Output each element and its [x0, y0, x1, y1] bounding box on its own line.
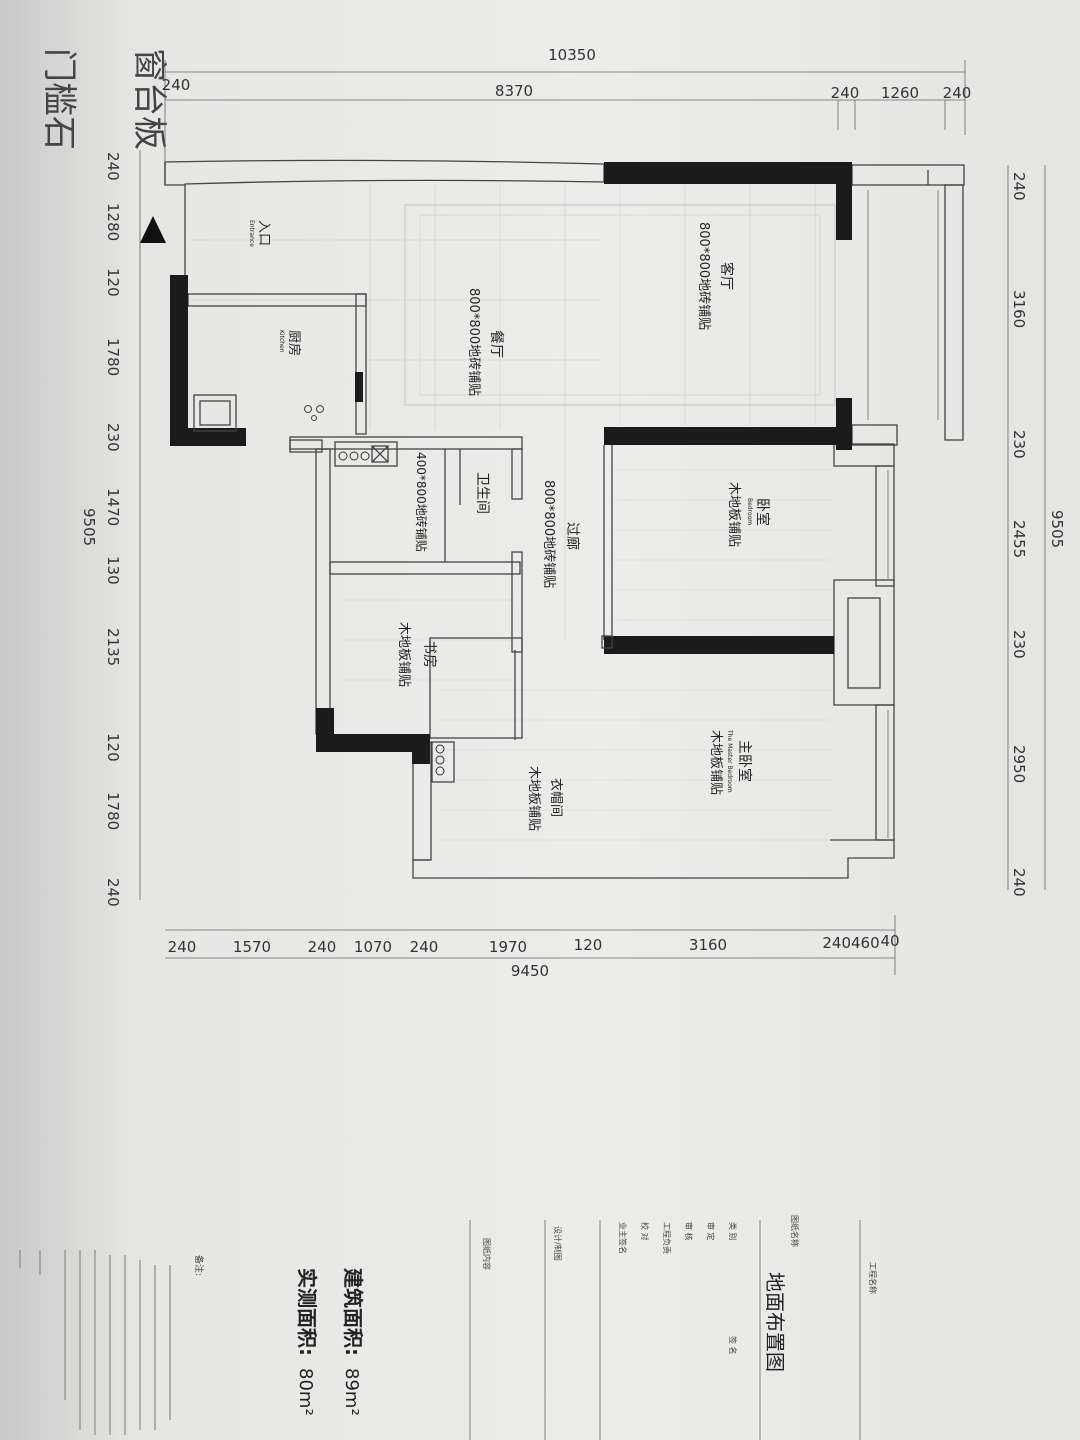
label-master-en: The Master Bedroom	[726, 729, 733, 793]
tb-project: 工程名称	[868, 1262, 878, 1294]
dim-bottom-6: 120	[574, 936, 603, 954]
dim-bottom-1: 1570	[233, 938, 271, 956]
label-closet: 衣帽间	[548, 778, 564, 817]
dim-bottom-9: 40	[880, 932, 899, 950]
actual-area-label: 实测面积:	[295, 1268, 319, 1356]
label-bedroom: 卧室	[754, 498, 771, 526]
dim-left-7: 2135	[104, 628, 122, 666]
dim-left-3: 1780	[104, 338, 122, 376]
actual-area-value: 80m²	[295, 1368, 316, 1416]
dim-right-6: 240	[1010, 868, 1028, 897]
tb-role-5: 校 对	[640, 1222, 650, 1241]
wood-floor-pattern	[340, 469, 830, 841]
label-corridor: 过廊	[564, 522, 581, 550]
dim-right-total: 9505	[1048, 510, 1066, 548]
dim-right-4: 230	[1010, 630, 1028, 659]
dim-left-6: 130	[104, 556, 122, 585]
tb-drawing-name: 地面布置图	[763, 1272, 787, 1372]
label-dining-floor: 800*800地砖铺贴	[466, 288, 481, 396]
dim-right-0: 240	[1010, 172, 1028, 201]
label-bathroom: 卫生间	[474, 472, 490, 514]
dim-left-9: 1780	[104, 792, 122, 830]
room-labels: 入口 Entrance 厨房 Kitchen 餐厅 800*800地砖铺贴 客厅…	[248, 220, 771, 831]
notes-fine-print	[19, 1250, 171, 1435]
label-study-floor: 木地板铺贴	[396, 622, 411, 687]
dim-bottom-7: 3160	[689, 936, 727, 954]
dim-bottom-total: 9450	[511, 962, 549, 980]
label-study: 书房	[421, 640, 437, 668]
dim-bottom-3: 1070	[354, 938, 392, 956]
label-kitchen-en: Kitchen	[278, 330, 285, 353]
dim-left-1: 1280	[104, 203, 122, 241]
dim-bottom-0: 240	[168, 938, 197, 956]
tb-role-1: 签 名	[728, 1336, 738, 1355]
solid-walls	[170, 162, 852, 764]
tb-role-3: 审 核	[684, 1222, 694, 1241]
label-bathroom-floor: 400*800地砖铺贴	[414, 452, 429, 552]
dim-right-5: 2950	[1010, 745, 1028, 783]
dim-right-1: 3160	[1010, 290, 1028, 328]
dim-left-0: 240	[104, 152, 122, 181]
floor-tile-pattern	[190, 185, 836, 640]
dim-right-2: 230	[1010, 430, 1028, 459]
dim-left-2: 120	[104, 268, 122, 297]
dim-bottom-4: 240	[410, 938, 439, 956]
tb-role-4: 工程负责	[662, 1222, 672, 1254]
handwritten-line1: 窗台板	[129, 48, 169, 150]
tb-role-6: 业主签名	[618, 1222, 628, 1254]
dimension-right: 240 3160 230 2455 230 2950 240 9505	[1007, 165, 1066, 897]
label-entrance-en: Entrance	[248, 220, 255, 247]
dim-top-3: 240	[831, 84, 860, 102]
tb-role-2: 审 定	[706, 1222, 716, 1241]
dimension-top: 10350 240 8370 240 1260 240	[162, 46, 972, 170]
label-closet-floor: 木地板铺贴	[526, 766, 541, 831]
dim-bottom-2: 240	[308, 938, 337, 956]
label-living-floor: 800*800地砖铺贴	[696, 222, 711, 330]
label-corridor-floor: 800*800地砖铺贴	[541, 480, 556, 588]
wall-outline	[164, 159, 965, 879]
dim-left-8: 120	[104, 733, 122, 762]
area-info: 建筑面积: 89m² 实测面积: 80m²	[295, 1268, 365, 1416]
fixtures	[193, 372, 613, 783]
dimension-bottom: 240 1570 240 1070 240 1970 120 3160 2404…	[165, 915, 900, 980]
label-entrance: 入口	[256, 220, 271, 246]
handwritten-notes: 窗台板 门槛石	[39, 48, 169, 150]
title-block: 工程名称 图纸名称 地面布置图 类 别 签 名 审 定 审 核 工程负责 校 对…	[19, 1215, 878, 1440]
dim-top-1: 240	[162, 76, 191, 94]
label-dining: 餐厅	[488, 330, 504, 358]
dim-left-4: 230	[104, 423, 122, 452]
entrance-arrow-icon	[140, 216, 166, 243]
dim-left-total: 9505	[80, 508, 98, 546]
dim-top-5: 240	[943, 84, 972, 102]
dim-top-4: 1260	[881, 84, 919, 102]
label-bedroom-en: Bedroom	[746, 498, 753, 525]
label-master-floor: 木地板铺贴	[708, 730, 723, 795]
dim-bottom-8: 240460	[822, 934, 879, 952]
label-master: 主卧室	[736, 740, 753, 782]
tb-role-0: 类 别	[728, 1222, 738, 1241]
dim-bottom-5: 1970	[489, 938, 527, 956]
build-area-label: 建筑面积:	[341, 1268, 365, 1356]
dim-top-2: 8370	[495, 82, 533, 100]
label-living: 客厅	[718, 262, 735, 290]
tb-content: 图纸内容	[482, 1238, 492, 1270]
label-kitchen: 厨房	[286, 330, 302, 356]
dim-left-5: 1470	[104, 488, 122, 526]
tb-notes: 备注:	[193, 1255, 205, 1276]
tb-design: 设计/制图	[553, 1226, 563, 1261]
handwritten-line2: 门槛石	[39, 48, 79, 150]
tb-drawing-label: 图纸名称	[790, 1215, 800, 1247]
dim-top-total: 10350	[548, 46, 596, 64]
dim-left-10: 240	[104, 878, 122, 907]
dimension-left: 240 1280 120 1780 230 1470 130 2135 120 …	[80, 150, 141, 907]
dim-right-3: 2455	[1010, 520, 1028, 558]
label-bedroom-floor: 木地板铺贴	[726, 482, 741, 547]
build-area-value: 89m²	[341, 1368, 362, 1416]
